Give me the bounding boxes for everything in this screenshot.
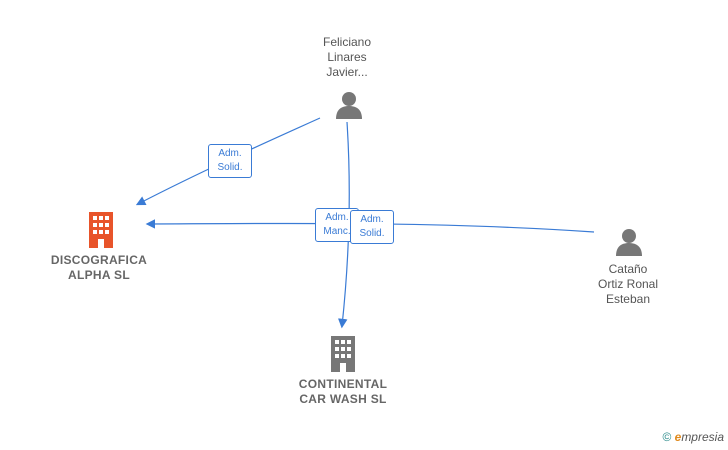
copyright-icon: © [662, 430, 672, 444]
company-name-line: CONTINENTAL [298, 377, 388, 391]
building-icon[interactable] [86, 212, 116, 248]
company-label-discografica[interactable]: DISCOGRAFICA ALPHA SL [38, 253, 160, 283]
person-name-line: Esteban [605, 292, 651, 306]
person-name-line: Javier... [326, 65, 368, 79]
brand-logo-text: mpresia [681, 430, 724, 444]
edge-label-adm-solid[interactable]: Adm. Solid. [350, 210, 394, 244]
edge-label-line: Manc. [323, 226, 351, 237]
company-label-continental[interactable]: CONTINENTAL CAR WASH SL [282, 377, 404, 407]
person-name-line: Linares [327, 50, 367, 64]
edge-label-line: Adm. [360, 214, 384, 225]
person-name-line: Ortiz Ronal [597, 277, 659, 291]
company-name-line: ALPHA SL [68, 268, 130, 282]
company-name-line: CAR WASH SL [299, 392, 387, 406]
person-label-feliciano[interactable]: Feliciano Linares Javier... [300, 35, 394, 80]
person-icon[interactable] [334, 90, 364, 120]
person-name-line: Cataño [608, 262, 648, 276]
person-label-catano[interactable]: Cataño Ortiz Ronal Esteban [578, 262, 678, 307]
edge-label-line: Solid. [217, 162, 243, 173]
empresia-watermark: © empresia [662, 430, 724, 444]
edge-label-line: Adm. [325, 212, 349, 223]
company-name-line: DISCOGRAFICA [50, 253, 148, 267]
edge-label-adm-solid[interactable]: Adm. Solid. [208, 144, 252, 178]
edge-label-line: Solid. [359, 228, 385, 239]
person-icon[interactable] [614, 227, 644, 257]
edge-label-line: Adm. [218, 148, 242, 159]
building-icon[interactable] [328, 336, 358, 372]
brand-logo-letter: e [674, 430, 682, 444]
person-name-line: Feliciano [322, 35, 372, 49]
